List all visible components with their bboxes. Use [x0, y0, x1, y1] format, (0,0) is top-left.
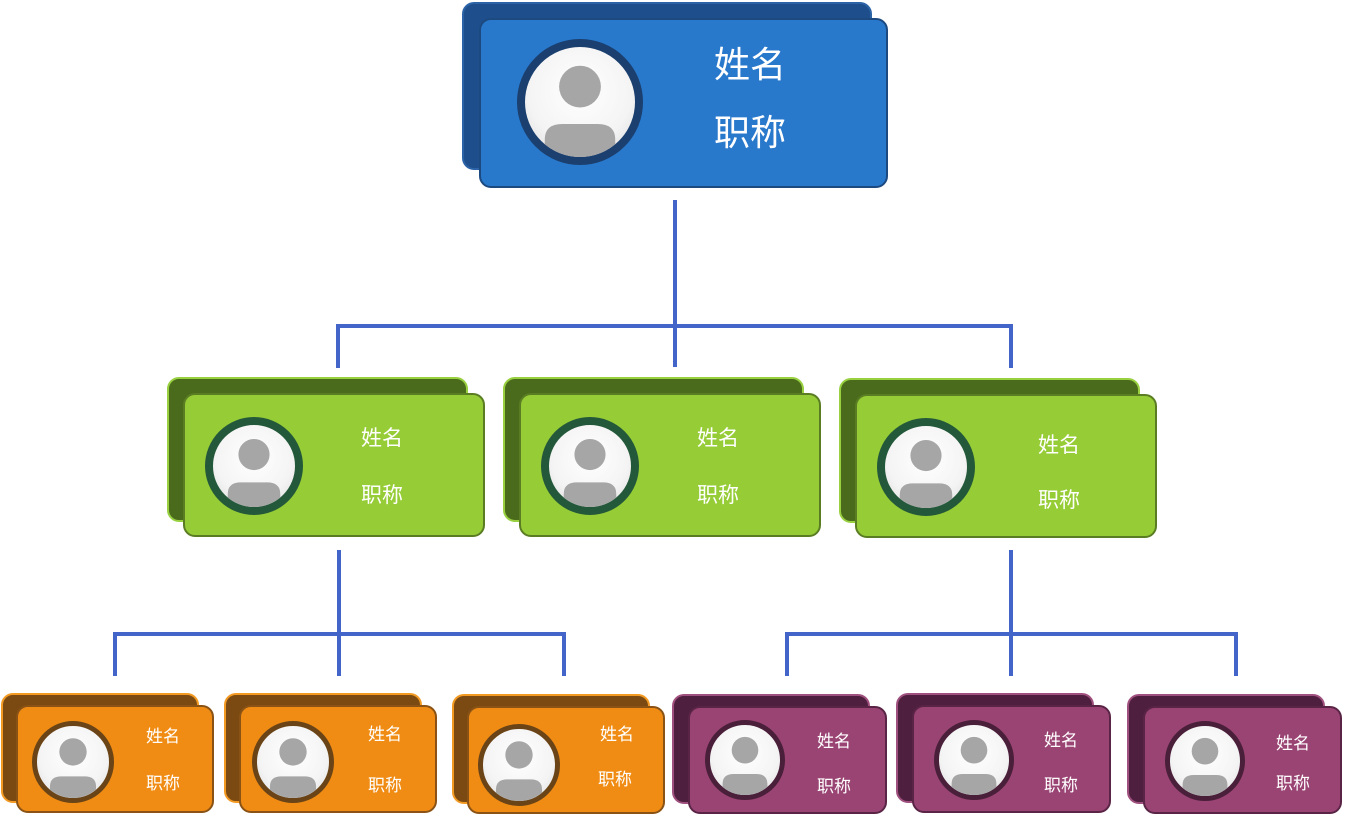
node-name: 姓名	[1038, 433, 1080, 457]
person-silhouette-icon	[899, 439, 953, 508]
org-node-level-2-2[interactable]: 姓名 职称	[503, 377, 821, 537]
node-title: 职称	[361, 483, 403, 507]
node-title: 职称	[713, 113, 786, 154]
node-title: 职称	[1038, 488, 1080, 512]
node-title: 职称	[1276, 774, 1310, 794]
person-silhouette-icon	[49, 738, 97, 798]
org-node-level-3-3[interactable]: 姓名 职称	[452, 694, 665, 814]
org-node-level-3-2[interactable]: 姓名 职称	[224, 693, 437, 813]
node-name: 姓名	[368, 725, 402, 745]
avatar	[478, 724, 560, 806]
connector-right-to-level-3	[785, 550, 1238, 676]
org-node-level-2-3[interactable]: 姓名 职称	[839, 378, 1157, 538]
node-name: 姓名	[146, 727, 180, 747]
org-node-level-3-1[interactable]: 姓名 职称	[1, 693, 214, 813]
person-silhouette-icon	[722, 736, 768, 795]
person-silhouette-icon	[495, 741, 543, 801]
avatar	[1165, 721, 1245, 801]
node-title: 职称	[817, 777, 851, 797]
node-name: 姓名	[1276, 734, 1310, 754]
node-name: 姓名	[817, 732, 851, 752]
node-title: 职称	[598, 770, 632, 790]
node-name: 姓名	[600, 725, 634, 745]
avatar	[541, 417, 639, 515]
connector-root-to-level-2	[336, 200, 1013, 368]
avatar	[517, 39, 643, 165]
person-silhouette-icon	[269, 738, 317, 798]
avatar	[205, 417, 303, 515]
node-name: 姓名	[713, 45, 786, 86]
node-name: 姓名	[361, 426, 403, 450]
node-title: 职称	[368, 776, 402, 796]
org-node-level-3-5[interactable]: 姓名 职称	[896, 693, 1112, 813]
node-title: 职称	[697, 483, 739, 507]
connector-left-to-level-3	[113, 550, 566, 676]
person-silhouette-icon	[563, 438, 617, 507]
node-name: 姓名	[697, 426, 739, 450]
avatar	[705, 720, 785, 800]
org-node-level-3-6[interactable]: 姓名 职称	[1127, 694, 1343, 814]
avatar	[32, 721, 114, 803]
node-name: 姓名	[1044, 731, 1078, 751]
node-title: 职称	[1044, 776, 1078, 796]
person-silhouette-icon	[1182, 737, 1228, 796]
person-silhouette-icon	[544, 65, 616, 157]
person-silhouette-icon	[227, 438, 281, 507]
person-silhouette-icon	[951, 736, 997, 795]
avatar	[934, 720, 1014, 800]
avatar	[877, 418, 975, 516]
org-node-level-3-4[interactable]: 姓名 职称	[672, 694, 888, 814]
org-node-level-2-1[interactable]: 姓名 职称	[167, 377, 485, 537]
avatar	[252, 721, 334, 803]
org-node-root[interactable]: 姓名 职称	[462, 2, 888, 188]
node-title: 职称	[146, 774, 180, 794]
